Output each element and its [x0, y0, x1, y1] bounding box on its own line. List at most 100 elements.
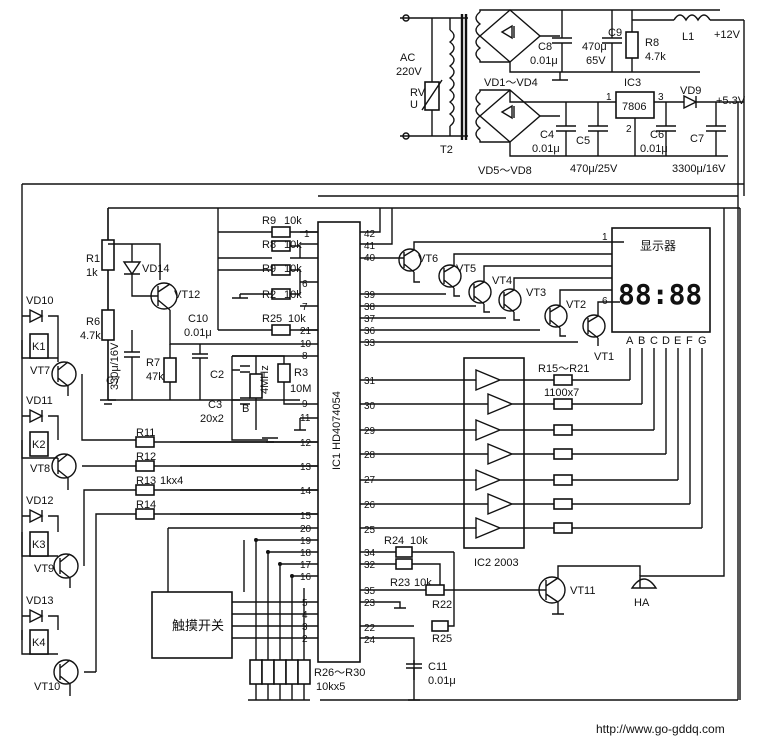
svg-text:13: 13	[300, 462, 312, 473]
svg-text:38: 38	[364, 302, 376, 313]
svg-text:65V: 65V	[586, 55, 606, 67]
relay-drivers: VD10 K1 VT7 R11 VD11 K2 VT8 R12 VD12	[21, 295, 318, 696]
svg-text:0.01μ: 0.01μ	[530, 55, 558, 67]
svg-text:E: E	[674, 335, 681, 347]
svg-text:R22: R22	[432, 599, 452, 611]
svg-text:28: 28	[364, 450, 376, 461]
svg-text:0.01μ: 0.01μ	[184, 327, 212, 339]
svg-text:4: 4	[302, 610, 308, 621]
svg-text:21: 21	[300, 326, 312, 337]
svg-text:20x2: 20x2	[200, 413, 224, 425]
svg-text:VT3: VT3	[526, 287, 546, 299]
svg-text:C7: C7	[106, 375, 120, 387]
svg-text:R15～R21: R15～R21	[538, 363, 589, 375]
svg-text:19: 19	[300, 536, 312, 547]
svg-text:VD13: VD13	[26, 595, 54, 607]
svg-text:10k: 10k	[410, 535, 428, 547]
svg-text:R8: R8	[645, 37, 659, 49]
svg-text:330μ/16V: 330μ/16V	[109, 342, 121, 390]
svg-text:VT12: VT12	[174, 289, 200, 301]
svg-text:10k: 10k	[284, 263, 302, 275]
svg-text:VT1: VT1	[594, 351, 614, 363]
svg-text:R6: R6	[86, 316, 100, 328]
svg-text:R14: R14	[136, 499, 156, 511]
relay-k4: VD13 K4 VT10 R14	[21, 499, 318, 696]
svg-text:R25: R25	[432, 633, 452, 645]
svg-text:4.7k: 4.7k	[80, 330, 101, 342]
svg-text:VT9: VT9	[34, 563, 54, 575]
bridge1-label: VD1～VD4	[484, 77, 538, 89]
svg-text:3: 3	[658, 92, 664, 103]
svg-text:C11: C11	[428, 661, 447, 673]
svg-text:0.01μ: 0.01μ	[640, 143, 668, 155]
digit-drivers: VT6 VT5 VT4 VT3 VT2 VT1	[360, 208, 614, 363]
svg-text:VD14: VD14	[142, 263, 170, 275]
vt12-reset-circuit: R1 1k R6 4.7k VD14 VT12 330μ/16V C7 R7 4…	[80, 208, 212, 405]
svg-text:R11: R11	[136, 427, 155, 439]
svg-text:R12: R12	[136, 451, 156, 463]
relay-k3: VD12 K3 VT9 R13 1kx4	[21, 475, 318, 588]
svg-text:VT4: VT4	[492, 275, 512, 287]
capacitor-c9: C9 470μ 65V	[582, 10, 622, 72]
touch-switch-box	[151, 591, 233, 659]
svg-text:41: 41	[364, 241, 376, 252]
svg-text:10k: 10k	[284, 215, 302, 227]
svg-text:4MHz: 4MHz	[259, 365, 271, 394]
svg-text:470μ: 470μ	[582, 41, 607, 53]
svg-text:C2: C2	[210, 369, 224, 381]
svg-text:R7: R7	[146, 357, 160, 369]
svg-text:K3: K3	[32, 539, 45, 551]
bridge2-label: VD5～VD8	[478, 165, 532, 177]
svg-text:D: D	[662, 335, 670, 347]
svg-text:R9: R9	[262, 215, 276, 227]
svg-text:L1: L1	[682, 31, 694, 43]
svg-text:R23: R23	[390, 577, 410, 589]
svg-text:7: 7	[302, 302, 308, 313]
svg-text:2: 2	[626, 124, 632, 135]
capacitor-c8: C8 0.01μ	[530, 10, 572, 72]
svg-text:37: 37	[364, 314, 376, 325]
svg-text:22: 22	[364, 623, 376, 634]
svg-text:23: 23	[364, 598, 376, 609]
svg-text:14: 14	[300, 486, 312, 497]
svg-text:1: 1	[304, 229, 310, 240]
svg-text:C3: C3	[208, 399, 222, 411]
svg-text:10M: 10M	[290, 383, 311, 395]
label-5v3: +5.3V	[716, 95, 746, 107]
svg-text:VT10: VT10	[34, 681, 60, 693]
svg-text:5: 5	[302, 598, 308, 609]
svg-text:470μ/25V: 470μ/25V	[570, 163, 618, 175]
svg-text:16: 16	[300, 572, 312, 583]
svg-text:10k: 10k	[284, 289, 302, 301]
svg-text:18: 18	[300, 548, 312, 559]
svg-text:VT8: VT8	[30, 463, 50, 475]
svg-text:C8: C8	[538, 41, 552, 53]
svg-text:26: 26	[364, 500, 376, 511]
ic1-right-pins: 42 41 40 39 38 37 36 33 31 30 29 28 27 2…	[364, 229, 376, 646]
svg-text:R13: R13	[136, 475, 156, 487]
power-supply: AC 220V RV U T2 VD1～VD4 C8 0.01μ	[396, 9, 746, 700]
svg-text:R9: R9	[262, 263, 276, 275]
svg-text:VT11: VT11	[570, 585, 595, 597]
svg-text:VT2: VT2	[566, 299, 586, 311]
svg-text:IC2 2003: IC2 2003	[474, 557, 519, 569]
svg-text:33: 33	[364, 338, 376, 349]
svg-text:C7: C7	[690, 133, 704, 145]
svg-text:12: 12	[300, 438, 312, 449]
touch-switch-label: 触摸开关	[172, 618, 224, 633]
svg-text:31: 31	[364, 376, 376, 387]
ic2-2003: IC2 2003 R15～R21 1100x7	[360, 357, 702, 569]
svg-text:3: 3	[302, 622, 308, 633]
svg-text:1: 1	[602, 232, 608, 243]
capacitor-c7-power: C7 3300μ/16V	[672, 102, 726, 175]
svg-text:K4: K4	[32, 637, 45, 649]
svg-text:R3: R3	[294, 367, 308, 379]
svg-text:VT6: VT6	[418, 253, 438, 265]
svg-text:IC3: IC3	[624, 77, 641, 89]
svg-text:K1: K1	[32, 341, 45, 353]
oscillator-circuit: C2 C3 20x2 4MHz B R3 10M	[200, 355, 311, 443]
svg-text:10k: 10k	[288, 313, 306, 325]
svg-text:39: 39	[364, 290, 376, 301]
svg-text:C6: C6	[650, 129, 664, 141]
